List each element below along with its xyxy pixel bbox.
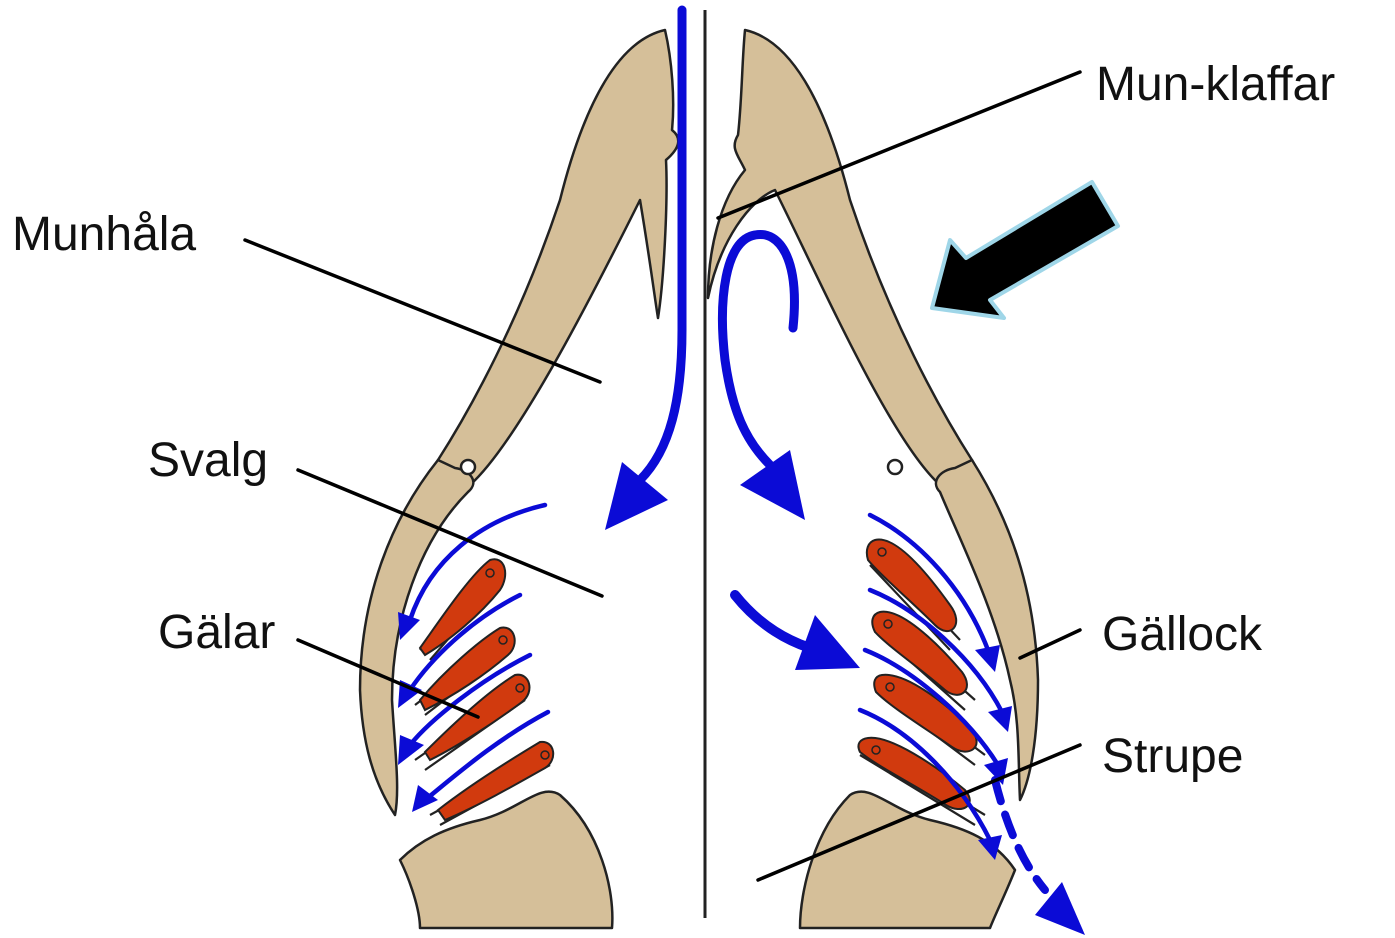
right-gill-arch-base <box>800 792 1015 928</box>
left-gills <box>415 559 553 825</box>
right-joint <box>888 460 902 474</box>
label-gallock: Gällock <box>1102 608 1263 661</box>
black-arrow-pointing-down-left-icon <box>932 182 1118 318</box>
label-galar: Gälar <box>158 606 275 659</box>
left-upper-jaw <box>431 30 678 494</box>
right-curl-arrowhead <box>740 450 805 520</box>
right-curl-arrow <box>723 234 795 465</box>
label-mun-klaffar: Mun-klaffar <box>1096 58 1335 111</box>
left-joint <box>461 460 475 474</box>
label-svalg: Svalg <box>148 434 268 487</box>
left-gill-arch-base <box>400 792 612 928</box>
right-middle-arrow <box>735 595 810 648</box>
right-upper-jaw <box>708 30 979 494</box>
label-strupe: Strupe <box>1102 730 1243 783</box>
left-inflow-arrowhead <box>605 462 668 530</box>
label-munhala: Munhåla <box>12 208 196 261</box>
